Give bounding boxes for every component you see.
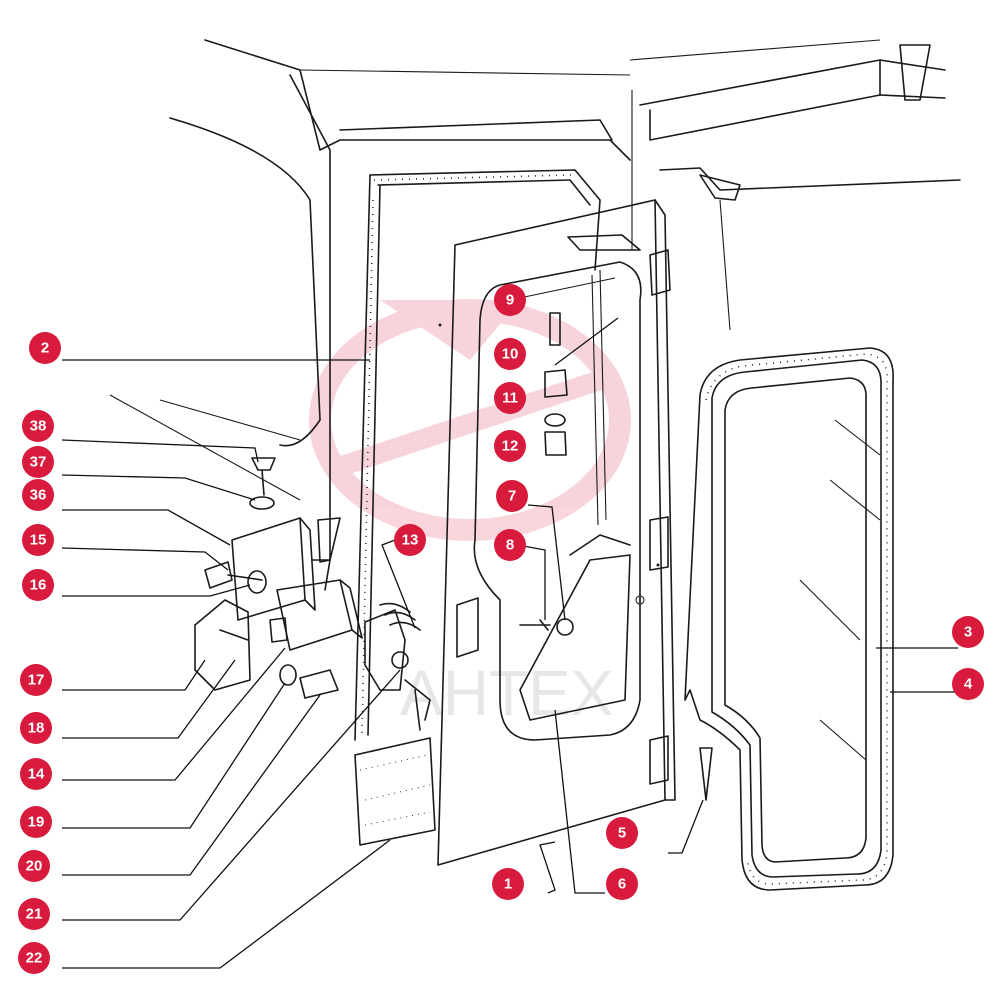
door-frame-seal — [354, 169, 601, 741]
svg-text:15: 15 — [30, 532, 47, 549]
svg-text:9: 9 — [506, 292, 514, 309]
callout-38: 38 — [22, 410, 54, 442]
svg-text:11: 11 — [502, 390, 518, 407]
svg-text:20: 20 — [26, 858, 43, 875]
callout-11: 11 — [494, 382, 526, 414]
svg-text:14: 14 — [28, 766, 45, 783]
svg-text:2: 2 — [41, 340, 49, 357]
callout-16: 16 — [22, 569, 54, 601]
svg-text:36: 36 — [30, 487, 47, 504]
callout-22: 22 — [18, 942, 50, 974]
lock-assembly — [194, 312, 713, 846]
svg-text:10: 10 — [502, 346, 519, 363]
callout-3: 3 — [952, 616, 984, 648]
callout-9: 9 — [494, 284, 526, 316]
callout-8: 8 — [494, 529, 526, 561]
callout-21: 21 — [18, 898, 50, 930]
callout-10: 10 — [494, 338, 526, 370]
callout-37: 37 — [22, 446, 54, 478]
cab-body-outline — [109, 39, 961, 561]
callout-19: 19 — [20, 806, 52, 838]
callout-14: 14 — [20, 758, 52, 790]
svg-text:13: 13 — [402, 532, 419, 549]
svg-text:19: 19 — [28, 814, 45, 831]
callout-17: 17 — [20, 664, 52, 696]
callout-badges: 1 2 3 4 5 6 7 8 9 10 11 12 13 14 15 16 1… — [18, 284, 984, 974]
callout-6: 6 — [606, 868, 638, 900]
watermark: AHTEX — [309, 299, 631, 729]
callout-5: 5 — [606, 817, 638, 849]
svg-text:21: 21 — [26, 906, 43, 923]
svg-text:5: 5 — [618, 825, 626, 842]
svg-text:37: 37 — [30, 454, 47, 471]
svg-text:7: 7 — [508, 488, 516, 505]
svg-text:8: 8 — [506, 537, 514, 554]
callout-20: 20 — [18, 850, 50, 882]
callout-1: 1 — [492, 868, 524, 900]
svg-text:1: 1 — [504, 876, 512, 893]
callout-13: 13 — [394, 524, 426, 556]
svg-text:3: 3 — [964, 624, 972, 641]
callout-7: 7 — [496, 480, 528, 512]
callout-15: 15 — [22, 524, 54, 556]
callout-12: 12 — [494, 430, 526, 462]
svg-text:17: 17 — [28, 672, 45, 689]
door-panel — [437, 199, 676, 866]
callout-18: 18 — [20, 712, 52, 744]
svg-text:38: 38 — [30, 418, 47, 435]
window-glass-assembly — [684, 347, 894, 891]
callout-36: 36 — [22, 479, 54, 511]
leader-lines — [61, 317, 958, 969]
svg-text:12: 12 — [502, 438, 519, 455]
svg-text:18: 18 — [28, 720, 45, 737]
svg-text:16: 16 — [30, 577, 47, 594]
watermark-text: AHTEX — [400, 657, 613, 729]
svg-text:6: 6 — [618, 876, 626, 893]
svg-text:4: 4 — [964, 676, 973, 693]
svg-text:22: 22 — [26, 950, 43, 967]
callout-4: 4 — [952, 668, 984, 700]
callout-2: 2 — [29, 332, 61, 364]
